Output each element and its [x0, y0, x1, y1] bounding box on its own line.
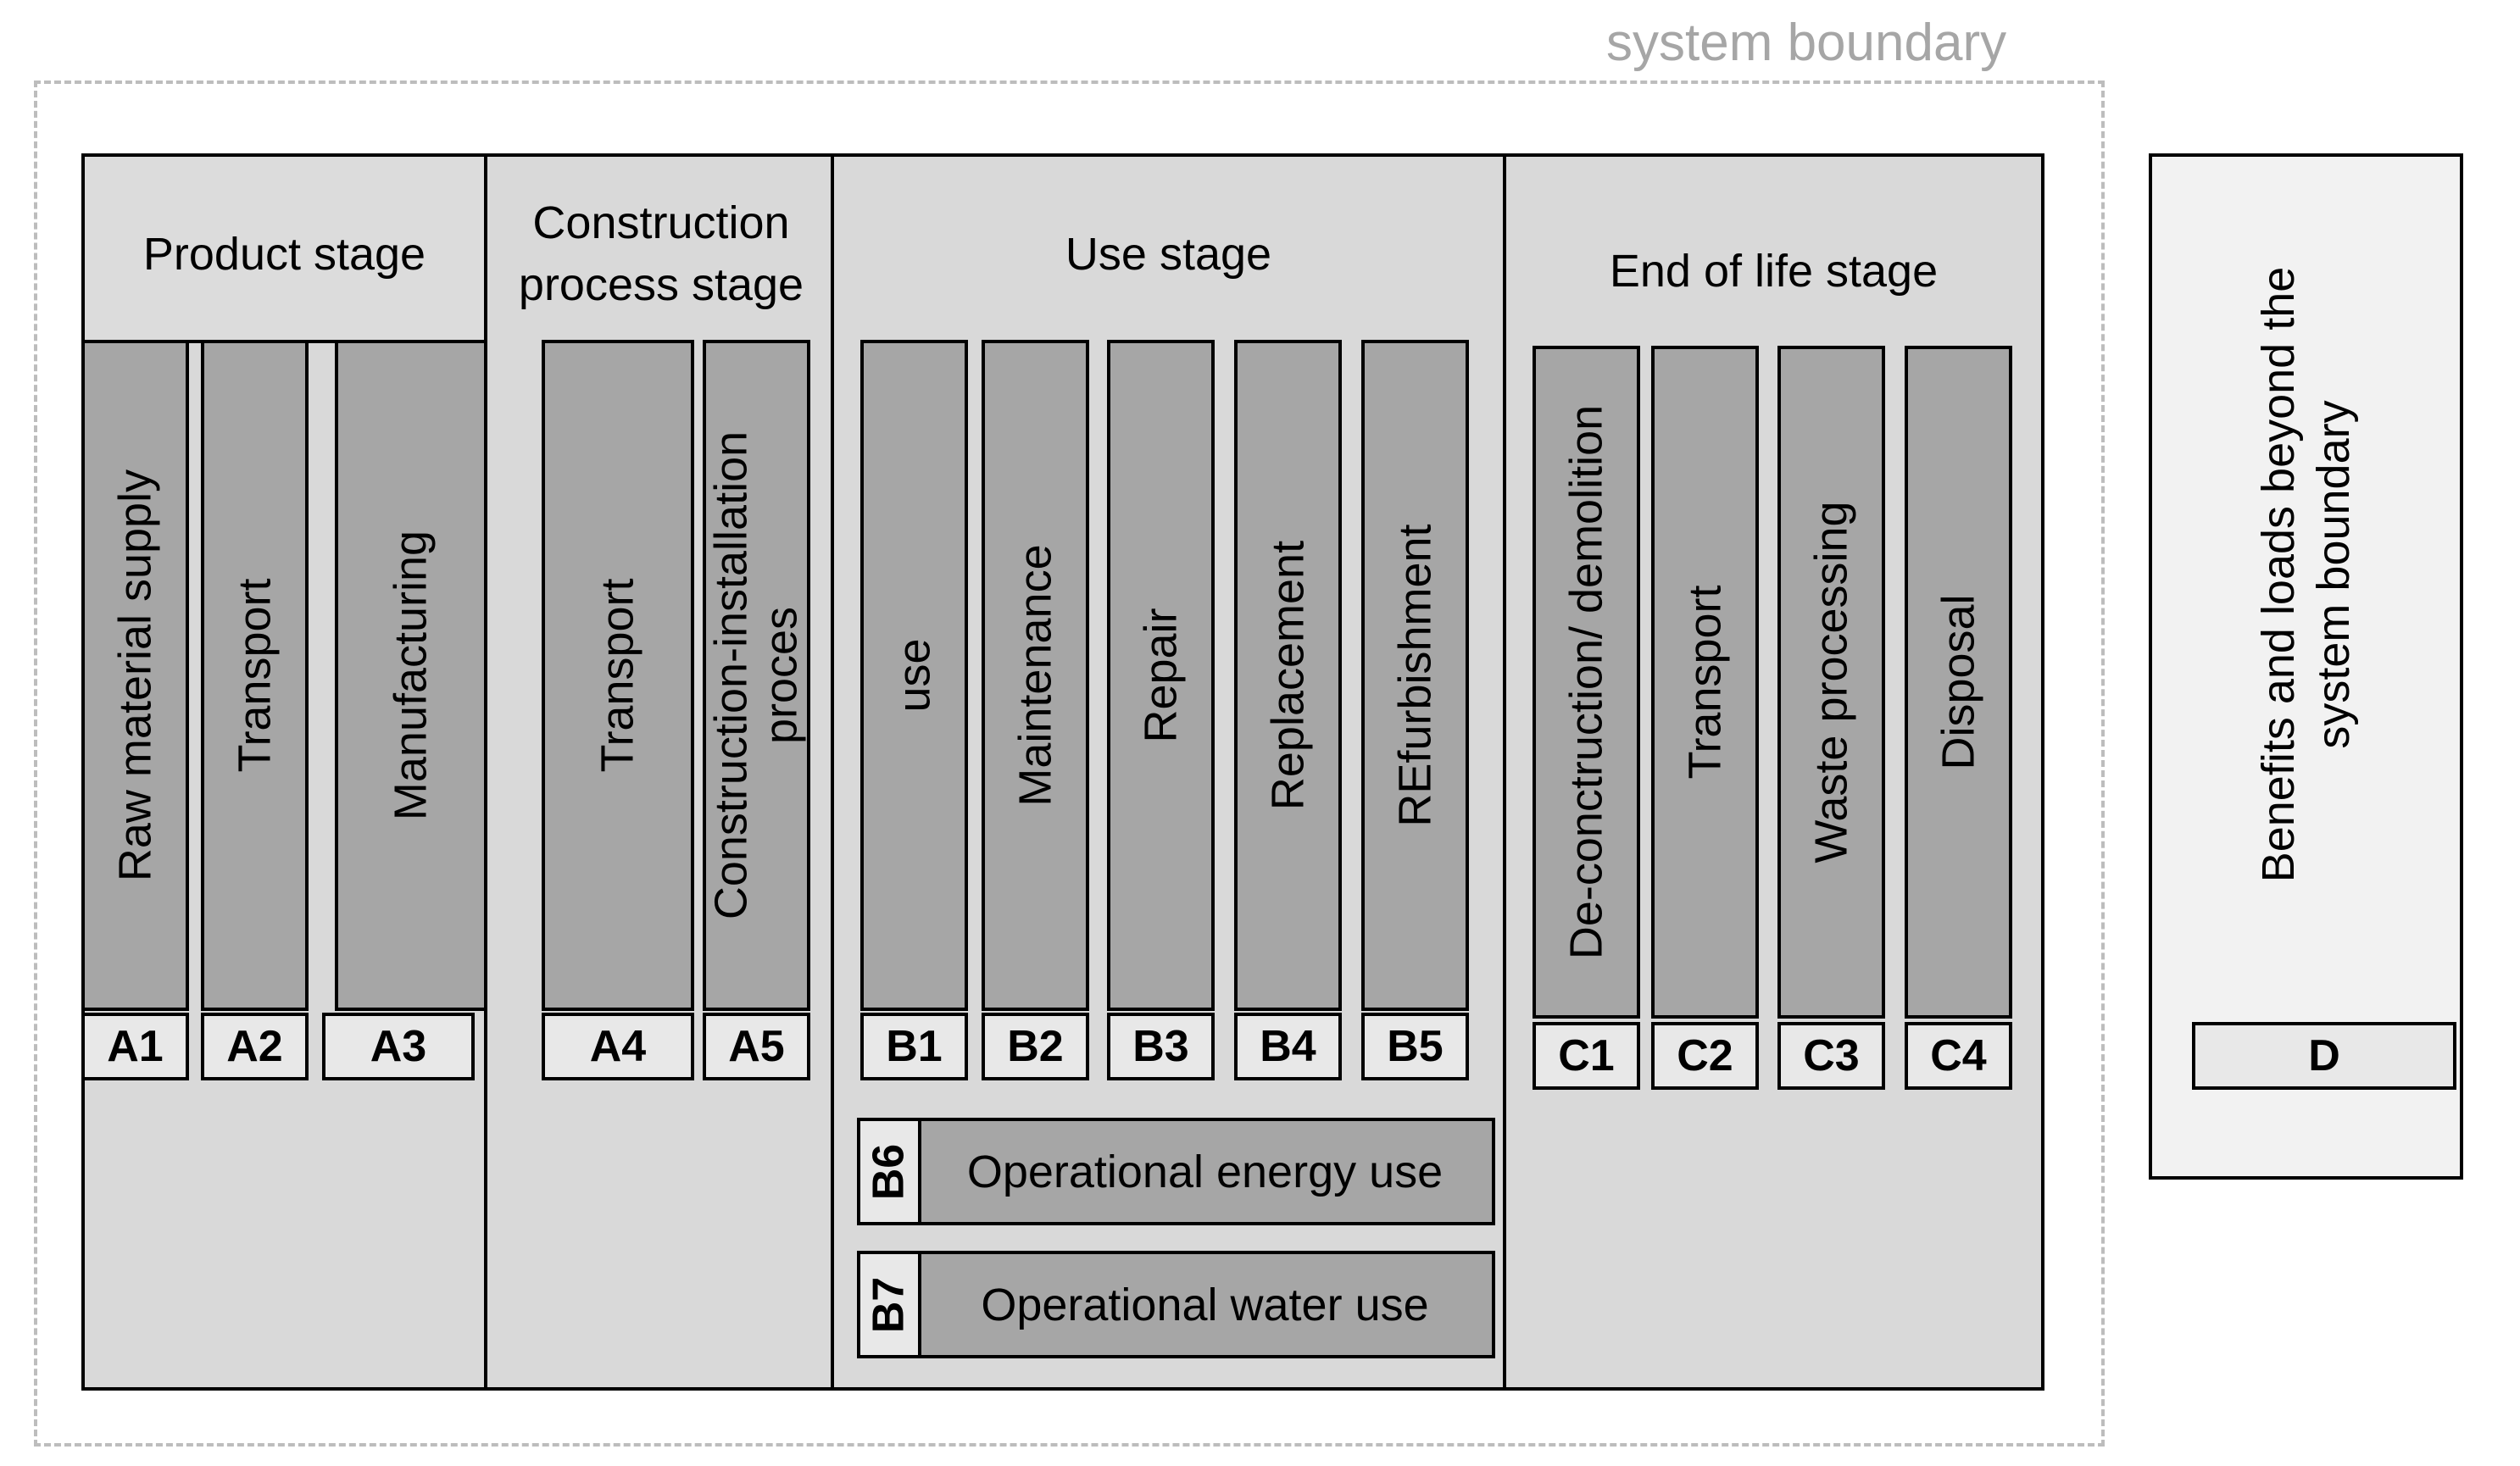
module-bar-a2: Transport: [201, 340, 309, 1011]
operational-water-row: B7 Operational water use: [857, 1251, 1495, 1358]
module-code-b6: B6: [864, 1143, 914, 1200]
module-code-c1: C1: [1533, 1022, 1640, 1090]
beyond-boundary-label: Benefits and loads beyond the system bou…: [2252, 266, 2359, 883]
module-label-b1: use: [887, 638, 939, 713]
system-boundary-label: system boundary: [1606, 14, 2007, 72]
module-label-c4: Disposal: [1932, 594, 1983, 770]
module-code-a1: A1: [81, 1013, 189, 1080]
module-bar-b2: Maintenance: [982, 340, 1089, 1011]
module-code-b4: B4: [1234, 1013, 1342, 1080]
module-label-b6: Operational energy use: [966, 1146, 1444, 1197]
module-label-c3: Waste processing: [1805, 501, 1856, 863]
module-code-c4: C4: [1905, 1022, 2012, 1090]
end-of-life-stage-title: End of life stage: [1609, 245, 1939, 297]
module-code-a3: A3: [322, 1013, 475, 1080]
module-bar-b4: Replacement: [1234, 340, 1342, 1011]
module-code-c2: C2: [1651, 1022, 1759, 1090]
module-label-b7: Operational water use: [981, 1279, 1429, 1330]
module-label-c2: Transport: [1678, 585, 1730, 780]
module-code-a2: A2: [201, 1013, 309, 1080]
module-label-a2: Transport: [228, 578, 280, 773]
module-code-b1: B1: [860, 1013, 968, 1080]
module-bar-c3: Waste processing: [1777, 346, 1885, 1019]
module-code-d: D: [2192, 1022, 2456, 1090]
module-label-a5: Construction-installation proces: [705, 430, 807, 920]
module-label-a4: Transport: [592, 578, 643, 773]
module-label-b3: Repair: [1134, 608, 1186, 743]
module-code-c3: C3: [1777, 1022, 1885, 1090]
divider-construction-use: [831, 153, 834, 1391]
module-label-b4: Replacement: [1261, 540, 1313, 811]
module-bar-c1: De-conctruction/ demolition: [1533, 346, 1640, 1019]
module-label-b2: Maintenance: [1009, 544, 1060, 807]
module-code-a5: A5: [703, 1013, 810, 1080]
product-stage-header: [85, 157, 484, 343]
divider-use-endoflife: [1503, 153, 1506, 1391]
module-bar-a5: Construction-installation proces: [703, 340, 810, 1011]
module-code-b3: B3: [1107, 1013, 1215, 1080]
module-bar-a3: Manufacturing: [335, 340, 487, 1011]
system-boundary: [34, 81, 2105, 1447]
module-bar-c2: Transport: [1651, 346, 1759, 1019]
module-code-b5: B5: [1361, 1013, 1469, 1080]
use-stage-title: Use stage: [1065, 228, 1272, 280]
module-bar-b1: use: [860, 340, 968, 1011]
module-bar-a1: Raw material supply: [81, 340, 189, 1011]
module-code-b7: B7: [864, 1276, 914, 1333]
module-code-b7-cell: B7: [860, 1254, 921, 1355]
module-bar-b3: Repair: [1107, 340, 1215, 1011]
construction-stage-title: Construction process stage: [518, 197, 804, 310]
module-code-b6-cell: B6: [860, 1121, 921, 1222]
operational-energy-row: B6 Operational energy use: [857, 1118, 1495, 1225]
beyond-boundary-box: Benefits and loads beyond the system bou…: [2149, 153, 2463, 1180]
module-code-b2: B2: [982, 1013, 1089, 1080]
product-stage-title: Product stage: [142, 228, 426, 280]
module-bar-c4: Disposal: [1905, 346, 2012, 1019]
module-bar-a4: Transport: [542, 340, 694, 1011]
module-code-a4: A4: [542, 1013, 694, 1080]
module-label-c1: De-conctruction/ demolition: [1560, 404, 1611, 960]
module-label-a3: Manufacturing: [385, 530, 437, 821]
module-label-a1: Raw material supply: [108, 469, 160, 882]
module-bar-b5: REfurbishment: [1361, 340, 1469, 1011]
module-label-b5: REfurbishment: [1388, 524, 1440, 827]
